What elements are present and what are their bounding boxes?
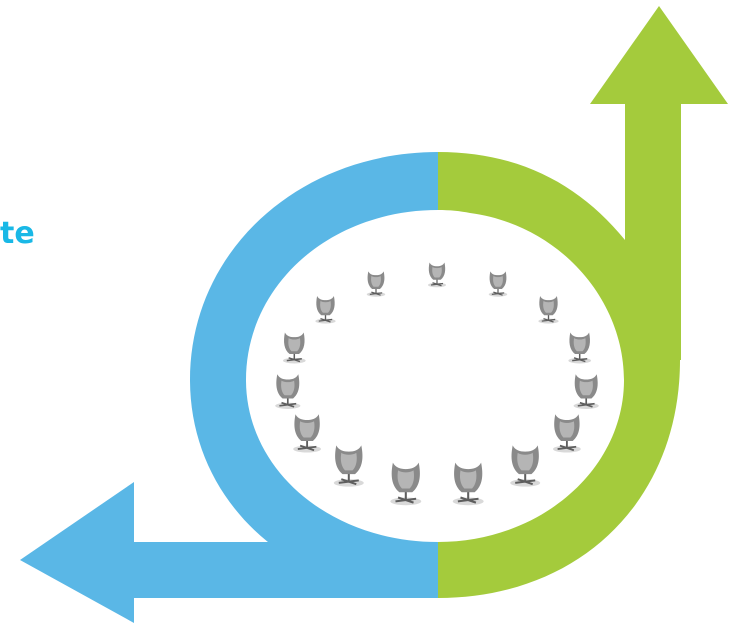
green-arrow-shaft [625,100,681,360]
blue-arrow-shaft [130,542,438,598]
left-arrow-icon [20,482,134,623]
up-arrow-icon [590,6,728,104]
